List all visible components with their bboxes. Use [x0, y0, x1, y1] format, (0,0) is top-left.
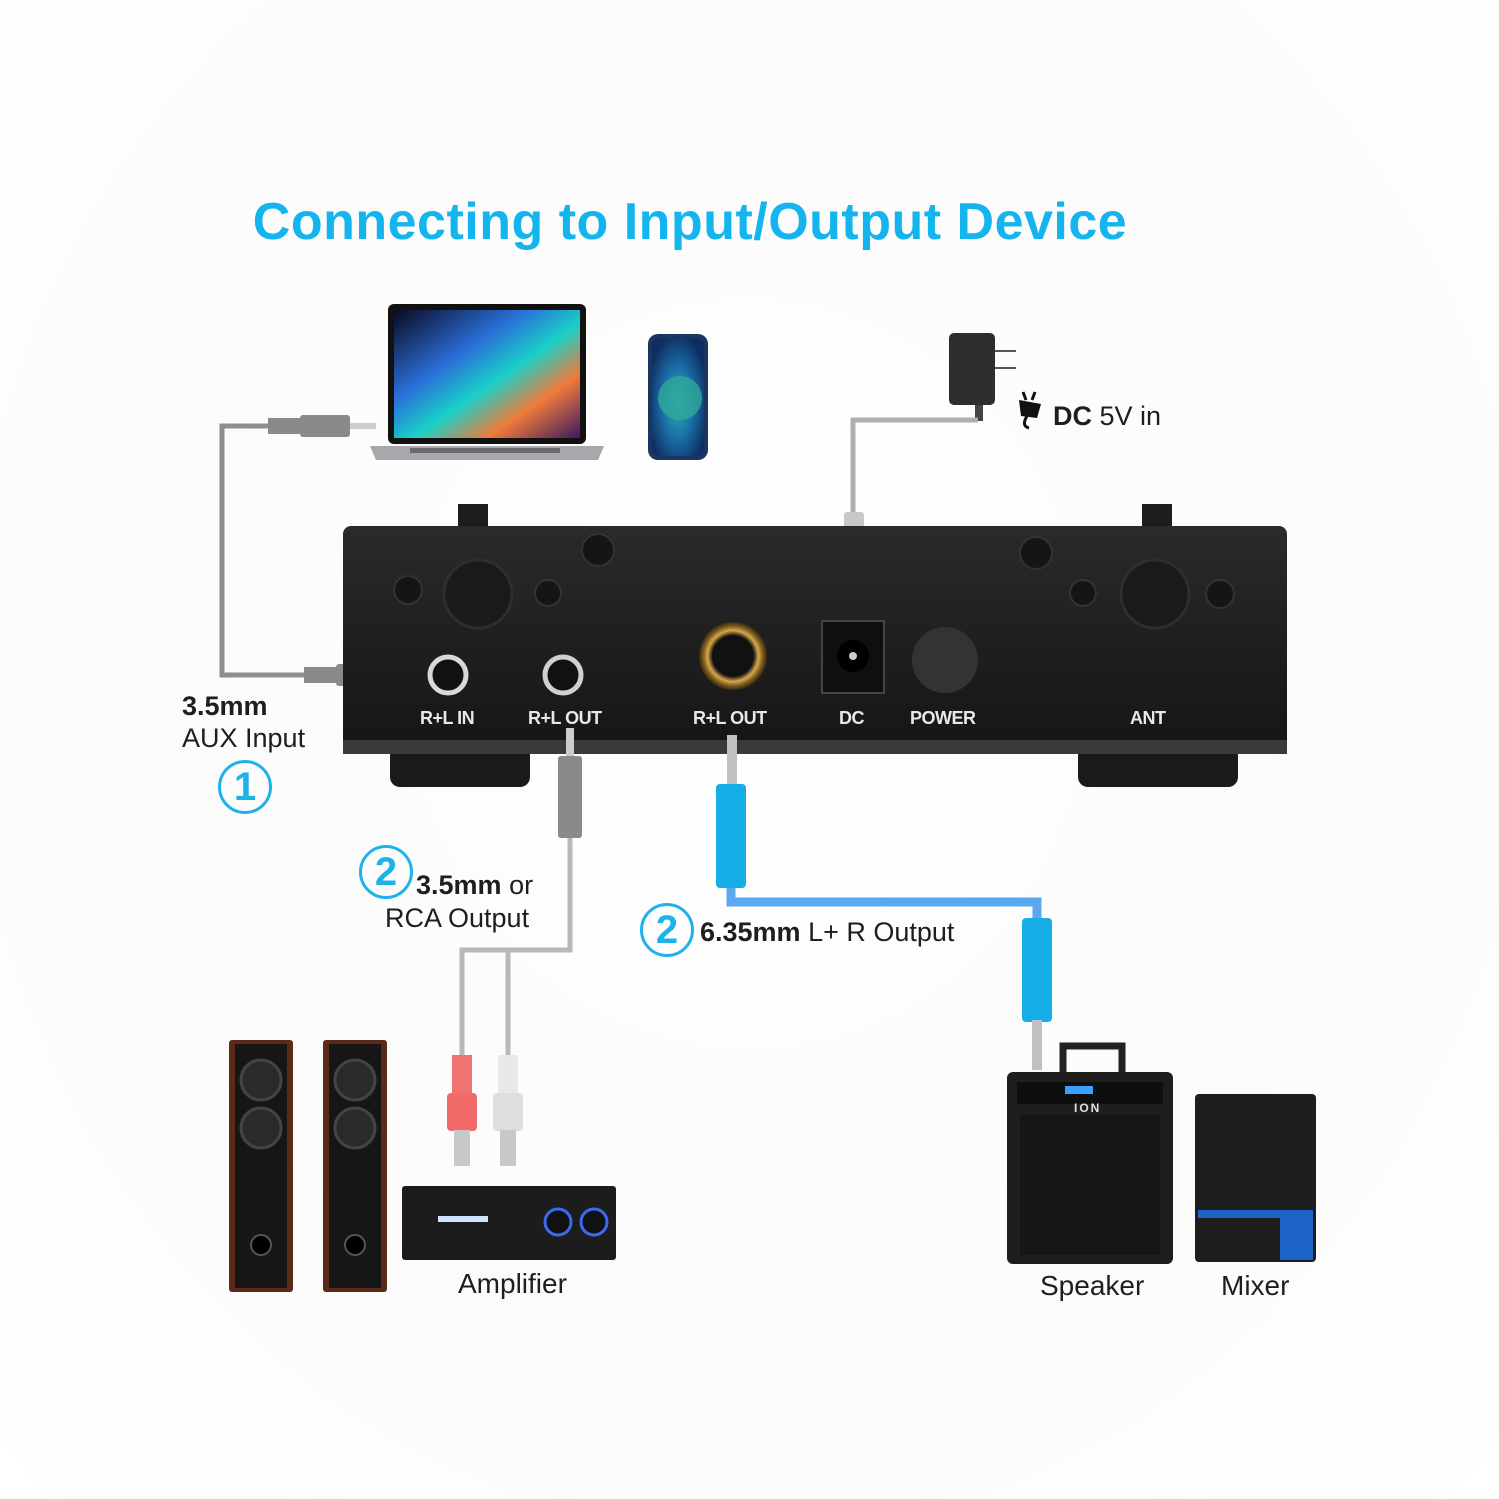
dc-cable — [850, 417, 978, 515]
aux-input-text: AUX Input — [182, 723, 306, 753]
mixer-device — [1195, 1094, 1316, 1262]
35mm-out-plug-tip — [566, 728, 574, 758]
smartphone-icon — [648, 334, 708, 460]
rca-output-line2: RCA Output — [385, 903, 530, 933]
dc-input-text: 5V in — [1092, 401, 1162, 431]
rca-red-plug — [447, 1055, 477, 1166]
amplifier-device — [402, 1186, 616, 1260]
power-adapter-icon — [949, 333, 1016, 421]
635-plug-bottom — [1022, 918, 1052, 1022]
jack-output-text: L+ R Output — [800, 917, 955, 947]
step-badge-1: 1 — [218, 760, 272, 814]
635-plug-tip-top — [727, 735, 737, 785]
aux-input-size: 3.5mm — [182, 691, 268, 721]
aux-plug-top — [268, 415, 376, 437]
step-badge-2b: 2 — [640, 903, 694, 957]
port-label-rl-out-35: R+L OUT — [528, 708, 602, 728]
portable-speaker-device — [1007, 1042, 1173, 1264]
rca-output-line1: 3.5mm or — [416, 869, 533, 901]
speaker-brand: ION — [1074, 1101, 1102, 1115]
floor-speaker-right — [323, 1040, 387, 1292]
plug-icon — [1015, 390, 1045, 430]
635mm-cable — [726, 885, 1042, 920]
rca-cable — [459, 835, 573, 1060]
aux-cable — [219, 423, 306, 678]
port-label-rl-in: R+L IN — [420, 708, 475, 728]
635-plug-tip-bottom — [1032, 1020, 1042, 1070]
rca-output-or: or — [501, 870, 534, 900]
jack-output-size: 6.35mm — [700, 917, 801, 947]
635-plug-top — [716, 784, 746, 888]
dc-input-bold: DC — [1053, 401, 1092, 431]
laptop-icon — [370, 304, 604, 460]
35mm-out-plug — [558, 756, 582, 838]
dc-input-label: DC 5V in — [1053, 400, 1161, 432]
step-badge-2a: 2 — [359, 845, 413, 899]
page-title: Connecting to Input/Output Device — [252, 193, 1128, 251]
rca-output-size: 3.5mm — [416, 870, 502, 900]
jack-output-annotation: 6.35mm L+ R Output — [700, 916, 954, 948]
mixer-label: Mixer — [1221, 1270, 1290, 1301]
rca-white-plug — [493, 1055, 523, 1166]
port-label-dc: DC — [839, 708, 865, 728]
speaker-label: Speaker — [1040, 1270, 1145, 1301]
port-label-ant: ANT — [1130, 708, 1166, 728]
port-label-power: POWER — [910, 708, 976, 728]
floor-speaker-left — [229, 1040, 293, 1292]
amplifier-label: Amplifier — [458, 1268, 567, 1299]
aux-input-annotation: 3.5mm AUX Input — [182, 690, 305, 754]
port-label-rl-out-635: R+L OUT — [693, 708, 767, 728]
receiver-rear-panel — [343, 526, 1287, 787]
